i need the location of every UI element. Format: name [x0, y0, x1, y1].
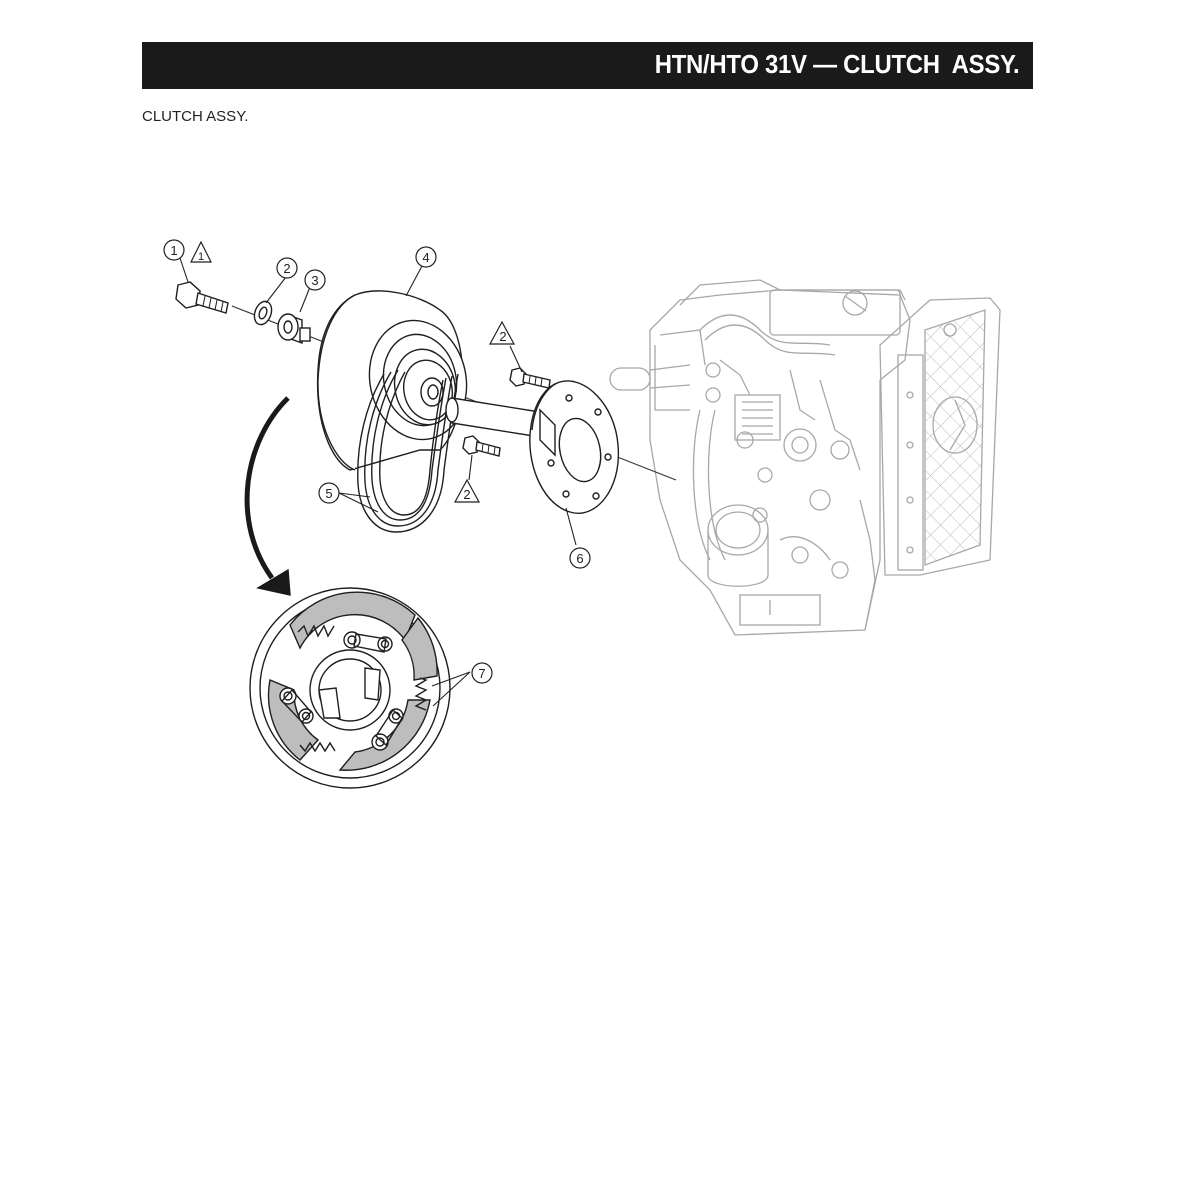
engine-shaft [445, 397, 541, 438]
callout-2-label: 2 [283, 261, 290, 276]
callout-4-label: 4 [422, 250, 429, 265]
callout-4: 4 [415, 246, 437, 268]
part-2-washer [253, 300, 273, 326]
part-4-clutch-drum [316, 290, 468, 471]
warning-triangle-1: 1 [190, 240, 212, 263]
part-6-flange [529, 380, 620, 514]
part-5-v-belts [357, 369, 459, 533]
warning-triangle-2-upper: 2 [488, 320, 516, 345]
callout-5-label: 5 [325, 486, 332, 501]
detail-arrow-head [256, 568, 291, 596]
part-7-clutch-shoe-detail [249, 587, 451, 789]
flange-screw-upper [509, 367, 551, 389]
engine-illustration [609, 279, 1001, 636]
callout-5: 5 [318, 482, 340, 504]
callout-1-label: 1 [170, 243, 177, 258]
part-1-bolt [175, 281, 229, 314]
warning-triangle-2-lower: 2 [453, 478, 481, 503]
warning-triangle-1-label: 1 [198, 251, 204, 263]
leader-lines [179, 257, 577, 707]
callout-7: 7 [471, 662, 493, 684]
callout-1: 1 [163, 239, 185, 261]
callout-7-label: 7 [478, 666, 485, 681]
callout-3-label: 3 [311, 273, 318, 288]
warning-triangle-2-lower-label: 2 [463, 487, 470, 502]
part-3-spacer [277, 313, 311, 344]
section-subtitle: CLUTCH ASSY. [142, 108, 249, 125]
exploded-parts [175, 281, 677, 789]
callout-6: 6 [569, 547, 591, 569]
flange-screw-lower [462, 435, 501, 457]
title-bar: HTN/HTO 31V — CLUTCH ASSY. [142, 42, 1033, 89]
warning-triangle-2-upper-label: 2 [499, 329, 506, 344]
detail-arrow [244, 396, 290, 580]
callout-6-label: 6 [576, 551, 583, 566]
page-title: HTN/HTO 31V — CLUTCH ASSY. [654, 49, 1019, 79]
callout-3: 3 [304, 269, 326, 291]
callout-2: 2 [276, 257, 298, 279]
